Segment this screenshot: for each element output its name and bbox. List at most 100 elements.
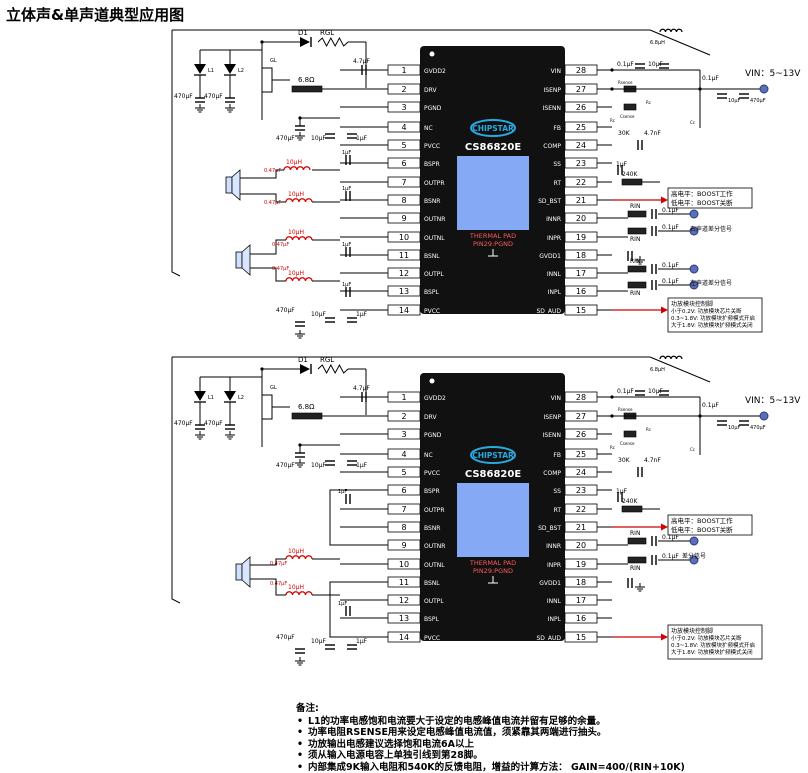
pin-name: GVDD1 — [539, 253, 561, 260]
rin-resistor — [627, 556, 647, 564]
chip-brand: CHIPSTAR — [472, 124, 514, 133]
rin-resistor — [627, 227, 647, 235]
pin-number: 27 — [576, 412, 586, 421]
r30k-label: 30K — [618, 130, 631, 137]
sd-aud-box — [667, 624, 763, 660]
rin-label: RIN — [630, 203, 640, 210]
cap-label: 1μF — [342, 186, 351, 192]
pin1-marker — [429, 378, 435, 384]
cap-label: 0.47μF — [272, 242, 289, 248]
pin-name: OUTPL — [424, 271, 444, 278]
mosfet-icon — [261, 67, 273, 93]
cc-label: Cc — [690, 120, 695, 125]
inductor — [285, 236, 313, 241]
resistor — [623, 103, 637, 111]
rc-label: Rc — [646, 100, 651, 105]
rc-label: Rc — [610, 118, 615, 123]
pin-number: 20 — [576, 541, 586, 550]
pin-number: 3 — [401, 103, 406, 112]
resistor — [291, 85, 323, 93]
rin-resistor — [627, 210, 647, 218]
pin-name: INNR — [546, 543, 561, 550]
pin-name: DRV — [424, 87, 437, 94]
cap-label: 470μF — [750, 98, 766, 104]
signal-terminal — [759, 84, 769, 94]
thermal-pad-pin-label: PIN29:PGND — [473, 567, 513, 575]
r68-label: 6.8Ω — [298, 76, 315, 84]
cap-label: 1μF — [356, 462, 368, 469]
note-item: 功放输出电感建议选择饱和电流6A以上 — [297, 739, 685, 751]
wire — [250, 239, 286, 255]
pin-number: 3 — [401, 430, 406, 439]
pin-name: SD_AUD — [536, 308, 561, 315]
led-icon — [194, 64, 206, 74]
thermal-pad-pin-label: PIN29:PGND — [473, 240, 513, 248]
pin-number: 22 — [576, 505, 586, 514]
pin-name: SD_BST — [538, 525, 561, 532]
pin-number: 2 — [401, 85, 406, 94]
inductor-label: 6.8μH — [650, 40, 665, 46]
left-channel-label: 左声道差分信号 — [690, 279, 732, 287]
rgl-label: RGL — [320, 29, 334, 37]
vin-label: VIN：5~13V — [745, 396, 801, 406]
pin-number: 2 — [401, 412, 406, 421]
pin-name: BSPR — [424, 488, 440, 495]
pin-number: 11 — [399, 251, 409, 260]
pin-name: INPR — [547, 562, 561, 569]
cap-label: 470μF — [276, 462, 295, 469]
rgl-resistor — [317, 36, 349, 48]
resistor — [621, 505, 643, 513]
d1-label: D1 — [298, 29, 308, 37]
cap-label: 470μF — [750, 425, 766, 431]
pin-number: 5 — [401, 468, 406, 477]
rgl-resistor — [317, 363, 349, 375]
sd-box-line: 大于1.8V: 功放模块扩频模式关闭 — [671, 321, 753, 329]
cap-label: 470μF — [204, 93, 223, 100]
mosfet-label: GL — [270, 385, 277, 391]
wire — [649, 356, 711, 383]
cap-label: 0.47μF — [270, 561, 287, 567]
sd-box-line: 大于1.8V: 功放模块扩频模式关闭 — [671, 648, 753, 656]
inductor-label: 10μH — [288, 584, 304, 591]
speaker-icon — [235, 251, 243, 269]
pin-number: 13 — [399, 614, 409, 623]
junction-dot — [610, 68, 614, 72]
note-item: 须从输入电源电容上单独引线到第28脚。 — [297, 750, 685, 762]
resistor — [623, 430, 637, 438]
pin-name: RT — [554, 180, 562, 187]
pin-number: 24 — [576, 141, 586, 150]
signal-terminal — [759, 411, 769, 421]
junction-dot — [610, 414, 614, 418]
pin-number: 26 — [576, 430, 586, 439]
cap-label: 470μF — [174, 420, 193, 427]
pin-name: GVDD1 — [539, 580, 561, 587]
cap-label: 0.47μF — [264, 200, 281, 206]
red-arrow-head — [661, 633, 668, 641]
sd-box-title: 功放模块控制脚 — [671, 627, 713, 635]
cap-label: 1μF — [356, 311, 368, 318]
sd-box-line: 小于0.2V: 功放模块芯片关断 — [671, 307, 742, 315]
pin-number: 16 — [576, 614, 586, 623]
boost-low-label: 低电平：BOOST关断 — [671, 525, 733, 534]
junction-dot — [698, 87, 702, 91]
cap-label: 0.47μF — [272, 266, 289, 272]
rin-resistor — [627, 537, 647, 545]
cap-label: 1μF — [338, 601, 347, 607]
inductor-label: 6.8μH — [650, 367, 665, 373]
junction-dot — [298, 116, 302, 120]
pin-name: SS — [553, 161, 561, 168]
pin-name: GVDD2 — [424, 68, 446, 75]
pin-name: OUTPL — [424, 598, 444, 605]
red-arrow-head — [661, 196, 668, 204]
cap-label: 10μF — [648, 61, 663, 68]
pin-number: 10 — [399, 560, 409, 569]
csense-label: Csense — [620, 114, 635, 119]
pin-name: PGND — [424, 432, 442, 439]
cap-label: 0.1μF — [662, 534, 679, 541]
speaker-icon — [235, 563, 243, 581]
pin-name: PVCC — [424, 308, 440, 315]
cap-label: 10μF — [311, 311, 326, 318]
led-icon — [194, 391, 206, 401]
inductor — [659, 355, 683, 360]
pin-number: 25 — [576, 123, 586, 132]
